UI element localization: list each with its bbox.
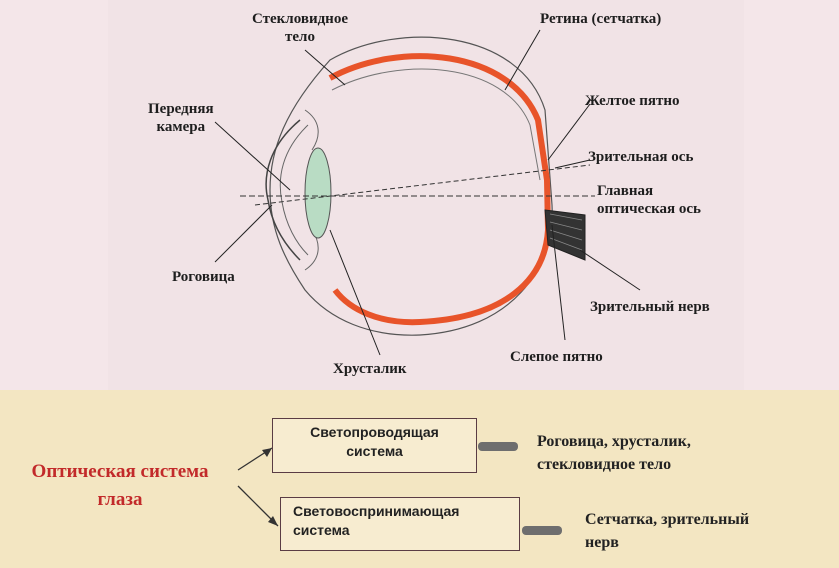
- label-cornea: Роговица: [172, 269, 235, 285]
- label-retina: Ретина (сетчатка): [540, 11, 662, 27]
- label-vitreous: Стекловидное тело: [252, 11, 348, 45]
- cornea-shape: [265, 119, 301, 261]
- sclera-outer: [269, 36, 553, 336]
- eye-diagram: [214, 29, 641, 356]
- label-main-optical-axis: Главная оптическая ось: [597, 183, 701, 217]
- optical-system-title: Оптическая система глаза: [31, 461, 209, 510]
- label-optic-nerve: Зрительный нерв: [590, 299, 710, 315]
- visual-axis-line: [254, 164, 591, 206]
- label-blind-spot: Слепое пятно: [510, 349, 603, 365]
- label-lens: Хрусталик: [333, 361, 407, 377]
- conducting-system-result: Роговица, хрусталик, стекловидное тело: [537, 433, 691, 473]
- label-anterior-chamber: Передняя камера: [148, 101, 214, 135]
- cornea-inner: [279, 124, 309, 256]
- conducting-system-box: Светопроводящая система: [272, 418, 477, 473]
- scheme-connectors: [237, 442, 562, 535]
- receiving-system-box: Световоспринимающая система: [280, 497, 520, 551]
- retina-layer: [328, 53, 552, 326]
- receiving-system-result: Сетчатка, зрительный нерв: [585, 511, 750, 551]
- ciliary-upper: [304, 109, 319, 151]
- label-visual-axis: Зрительная ось: [588, 149, 694, 165]
- diagram-panel: [108, 0, 744, 390]
- lens-shape: [304, 147, 332, 239]
- label-macula: Желтое пятно: [585, 93, 680, 109]
- choroid-line: [331, 68, 541, 181]
